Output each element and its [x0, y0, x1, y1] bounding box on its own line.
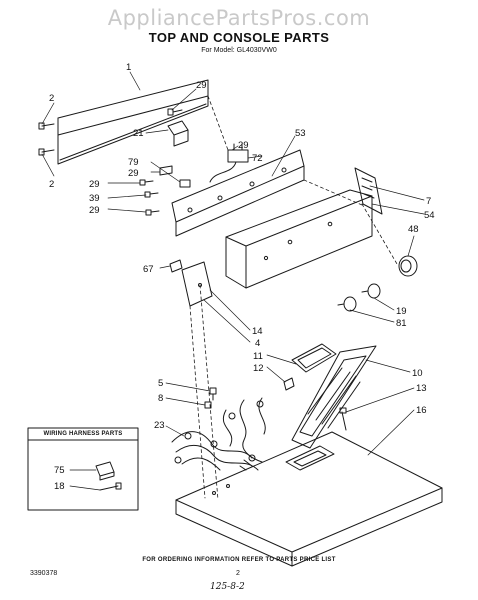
callout-12: 12: [253, 363, 264, 374]
callout-19: 19: [396, 306, 407, 317]
callout-29-left-c: 29: [89, 205, 100, 216]
ordering-info-footer: FOR ORDERING INFORMATION REFER TO PARTS …: [142, 557, 336, 563]
callout-53: 53: [295, 128, 306, 139]
part-top-panel-16: [175, 431, 443, 567]
part-knob-48: [398, 255, 418, 277]
document-number: 3390378: [30, 570, 58, 577]
part-end-cap-7: [354, 167, 383, 215]
page-number: 2: [236, 570, 240, 577]
callout-29-left-a: 29: [89, 179, 100, 190]
callout-29-mid: 29: [238, 140, 249, 151]
wiring-harness-title: WIRING HARNESS PARTS: [43, 431, 123, 437]
callout-16: 16: [416, 405, 427, 416]
callout-2-top: 2: [49, 93, 54, 104]
callout-14: 14: [252, 326, 263, 337]
handwritten-note: 125-8-2: [210, 582, 245, 592]
part-wiring-harness-23: [171, 397, 266, 471]
part-console-front-54: [225, 189, 373, 289]
callout-1: 1: [126, 62, 131, 73]
callout-13: 13: [416, 383, 427, 394]
callout-81: 81: [396, 318, 407, 329]
part-5-8: [204, 387, 217, 409]
callout-23: 23: [154, 420, 165, 431]
callout-8: 8: [158, 393, 163, 404]
callout-72: 72: [252, 153, 263, 164]
page-title: TOP AND CONSOLE PARTS: [148, 30, 330, 45]
callout-18: 18: [54, 481, 65, 492]
part-end-cap-14: [181, 261, 213, 307]
assembly-guides: [189, 95, 398, 501]
part-control-72: [209, 143, 249, 183]
model-number: For Model: GL4030VW0: [201, 47, 277, 54]
part-13: [339, 407, 347, 431]
watermark: AppliancePartsPros.com: [107, 6, 371, 30]
callout-numbers: 1 2 2 29 21 29 72 53 79 29 29 39 29 7 54…: [49, 62, 435, 492]
callout-29-left-b: 29: [128, 168, 139, 179]
callout-39: 39: [89, 193, 100, 204]
callout-54: 54: [424, 210, 435, 221]
callout-21: 21: [133, 128, 144, 139]
part-screws-2: [38, 122, 55, 156]
part-console-panel-53: [171, 149, 305, 237]
callout-7: 7: [426, 196, 431, 207]
part-screws-left: [139, 165, 173, 216]
part-12: [283, 377, 295, 391]
part-knobs-19-81: [337, 283, 381, 312]
part-79: [179, 179, 191, 188]
part-screw-29-top: [167, 108, 183, 116]
part-bracket-21: [167, 120, 189, 147]
part-67: [169, 259, 183, 273]
part-18: [99, 482, 122, 491]
callout-48: 48: [408, 224, 419, 235]
part-connector-75: [95, 461, 115, 481]
callout-leaders: [41, 71, 425, 491]
callout-10: 10: [412, 368, 423, 379]
part-lint-screen-11: [291, 343, 337, 373]
callout-11: 11: [253, 351, 263, 362]
callout-67: 67: [143, 264, 154, 275]
part-rear-panel: [57, 79, 209, 165]
callout-75: 75: [54, 465, 65, 476]
callout-4: 4: [255, 338, 260, 349]
callout-29-top: 29: [196, 80, 207, 91]
callout-79: 79: [128, 157, 139, 168]
callout-5: 5: [158, 378, 163, 389]
part-lint-filter-10: [291, 345, 377, 449]
callout-2-bottom: 2: [49, 179, 54, 190]
wiring-harness-box: [27, 427, 139, 511]
